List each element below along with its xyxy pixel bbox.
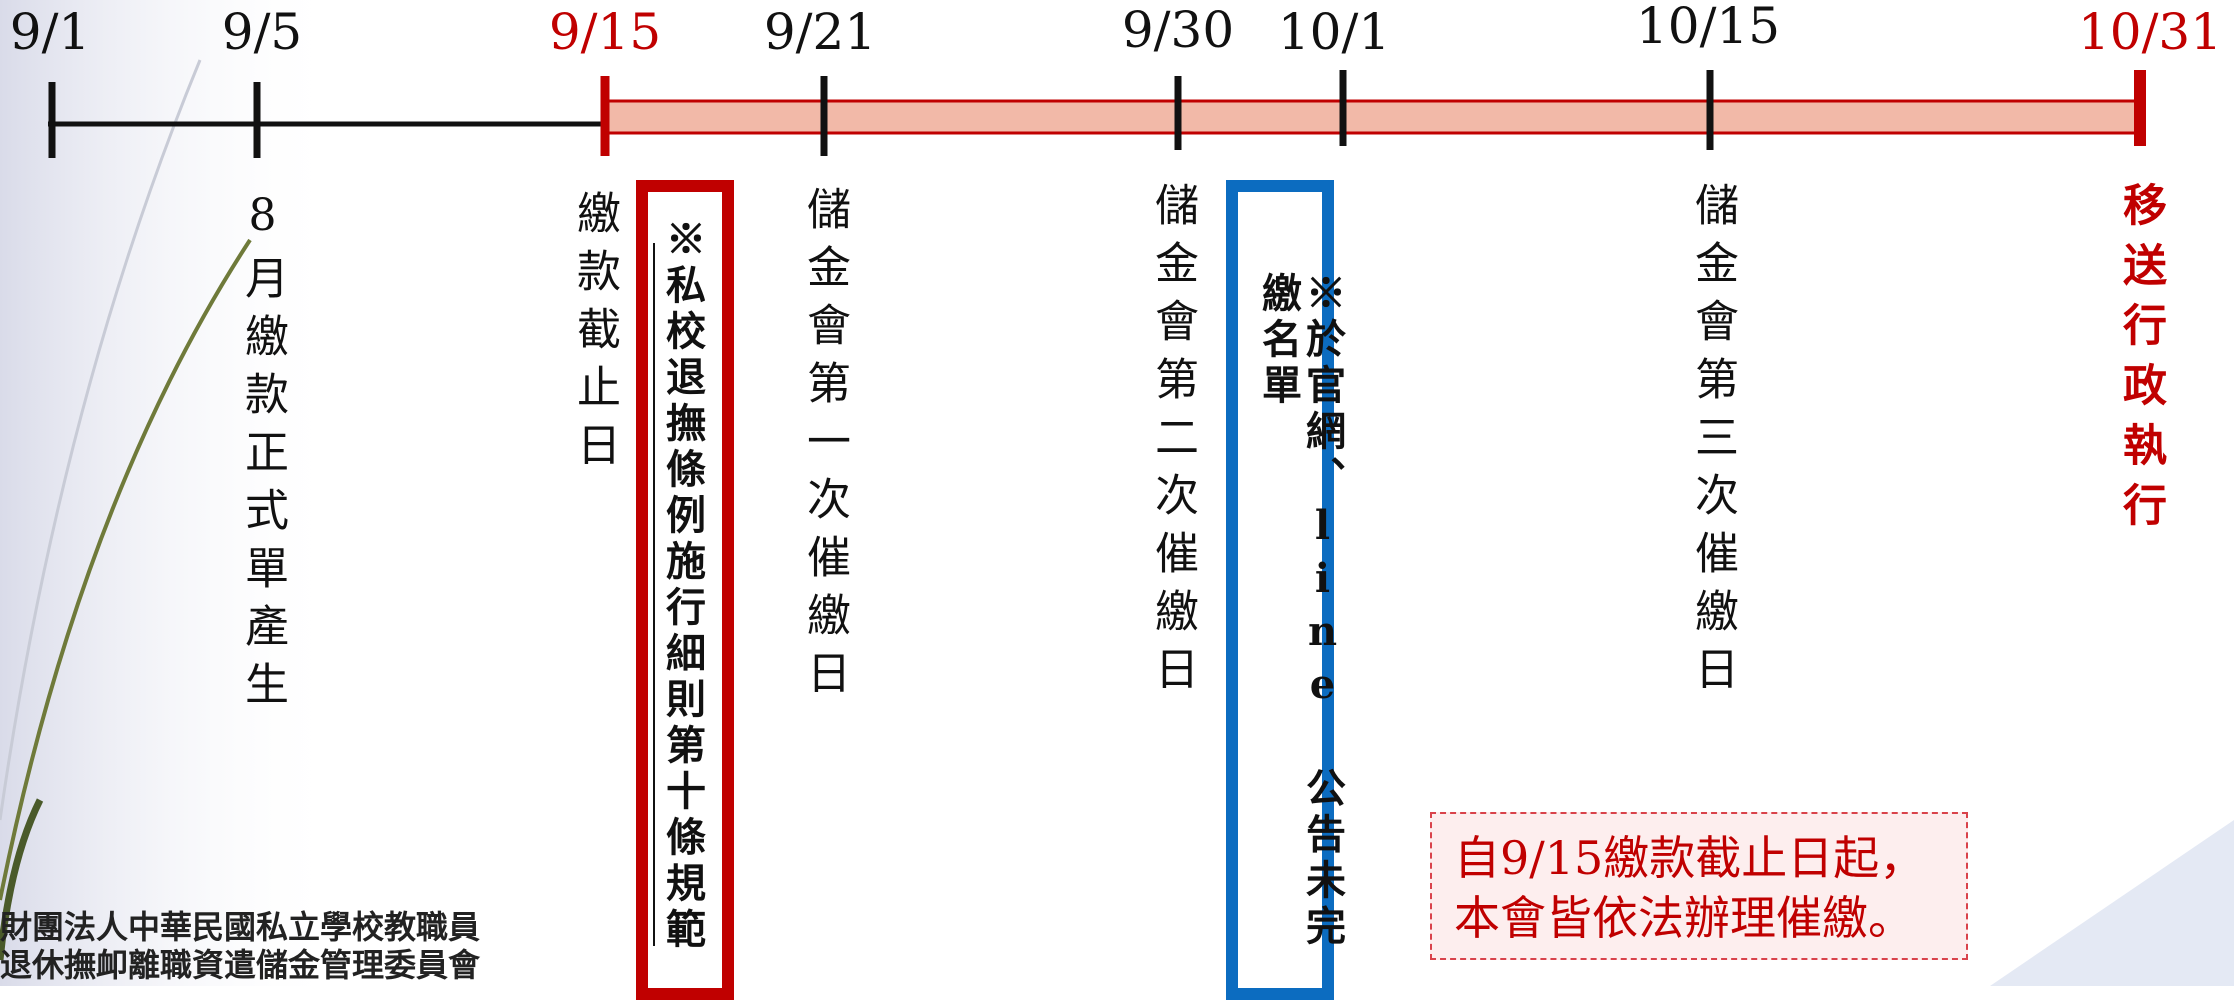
date-label-9-30: 9/30 bbox=[1121, 1, 1235, 59]
announcement-box bbox=[1226, 180, 1334, 1000]
event-administrative-enforcement: 移送行政執行 bbox=[2115, 182, 2166, 542]
organization-name: 財團法人中華民國私立學校教職員 退休撫卹離職資遣儲金管理委員會 bbox=[0, 908, 480, 984]
organization-name-line-2: 退休撫卹離職資遣儲金管理委員會 bbox=[0, 946, 481, 984]
event-first-reminder: 儲金會第一次催繳日 bbox=[799, 186, 850, 708]
collection-notice-line-1: 自9/15繳款截止日起， bbox=[1454, 831, 1926, 885]
regulation-box-divider bbox=[653, 243, 655, 946]
date-label-10-31: 10/31 bbox=[2077, 3, 2223, 61]
event-third-reminder: 儲金會第三次催繳日 bbox=[1687, 182, 1738, 704]
event-payment-deadline: 繳款截止日 bbox=[569, 190, 620, 480]
date-label-9-15: 9/15 bbox=[548, 3, 662, 61]
event-second-reminder: 儲金會第二次催繳日 bbox=[1147, 182, 1198, 704]
date-label-9-5: 9/5 bbox=[221, 3, 303, 61]
timeline-range-bar bbox=[603, 99, 2142, 135]
event-regulation-note: ※私校退撫條例施行細則第十條規範 bbox=[659, 218, 706, 954]
collection-notice: 自9/15繳款截止日起， 本會皆依法辦理催繳。 bbox=[1430, 812, 1968, 960]
event-8-month-bill-generated: 8月繳款正式單產生 bbox=[237, 190, 288, 719]
event-announcement-note: ※於官網、line 公告未完繳名單 bbox=[1255, 272, 1346, 951]
organization-name-line-1: 財團法人中華民國私立學校教職員 bbox=[0, 908, 481, 946]
collection-notice-line-2: 本會皆依法辦理催繳。 bbox=[1454, 891, 1914, 945]
date-label-9-21: 9/21 bbox=[763, 3, 877, 61]
date-label-10-15: 10/15 bbox=[1635, 0, 1781, 55]
date-label-9-1: 9/1 bbox=[9, 3, 91, 61]
date-label-10-1: 10/1 bbox=[1277, 3, 1391, 61]
